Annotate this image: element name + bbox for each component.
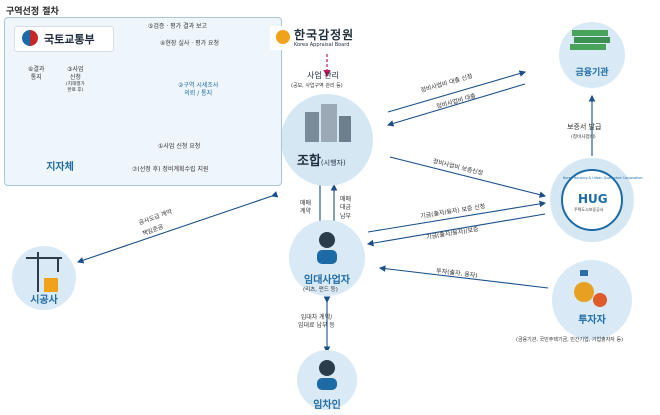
arrow-loan: [386, 83, 526, 127]
arrow-fund-apply: [367, 200, 547, 233]
crane-icon: [26, 252, 62, 292]
arrow-contract: [76, 191, 279, 264]
hug-ring-text: Korea Housing & Urban Guarantee Corporat…: [563, 176, 643, 180]
finance-label: 금융기관: [575, 68, 609, 78]
builder-label: 시공사: [30, 295, 58, 306]
ministry-box: [14, 26, 114, 52]
tenant-person-icon: [317, 360, 337, 390]
management-label: 사업 관리: [307, 71, 339, 80]
edge-label-plan-support: ⑦(선정 후) 정비계획수립 지원: [132, 166, 209, 173]
hug-kr-label: 주택도시보증공사: [574, 207, 604, 212]
local-gov-label: 지자체: [46, 162, 74, 173]
appraisal-label: 한국감정원: [294, 28, 355, 42]
hug-label: HUG: [578, 192, 608, 206]
edge-label-lease: 임대차 계약/임대료 납부 등: [298, 314, 335, 329]
arrow-fund-give: [366, 213, 546, 247]
appraisal-label-en: Korea Appraisal Board: [294, 42, 350, 48]
appraisal-box: [270, 26, 402, 50]
edge-label-report: ⑤검증 · 평가 결과 보고: [148, 23, 208, 30]
ministry-label: 국토교통부: [44, 33, 95, 46]
diagram-title: 구역선정 절차: [6, 7, 59, 17]
money-bag-icon: [574, 270, 607, 307]
appraisal-logo-icon: [276, 30, 290, 44]
rental-label: 임대사업자: [304, 275, 350, 286]
union-buildings-icon: [305, 104, 351, 142]
rental-sub: (리츠, 펀드 등): [303, 287, 338, 293]
edge-label-apply-request: ①사업 신청 요청: [158, 143, 201, 150]
hug-ring: [561, 169, 623, 231]
edge-label-guarantee: 보증서 발급: [567, 123, 602, 131]
investor-sub: (금융기관, 국민주택기금, 민간기업, 기업출자자 등): [516, 337, 624, 343]
investor-label: 투자자: [578, 315, 606, 326]
union-label: 조합(시행자): [297, 154, 346, 169]
money-stack-icon: [570, 30, 610, 50]
edge-label-request-eval: ④현장 실사 · 평가 요청: [160, 40, 220, 47]
arrow-guarantee-apply: [389, 156, 547, 198]
edge-label-guarantee-sub: (정비사업비): [571, 135, 596, 140]
arrow-loan-apply: [387, 70, 527, 113]
arrow-invest: [378, 265, 549, 289]
management-sub: (공모, 사업구역 관리 등): [291, 83, 343, 89]
ministry-logo-icon: [22, 30, 38, 46]
investor-circle: [552, 260, 632, 340]
tenant-label: 임차인: [313, 400, 341, 411]
person-icon: [317, 232, 337, 264]
